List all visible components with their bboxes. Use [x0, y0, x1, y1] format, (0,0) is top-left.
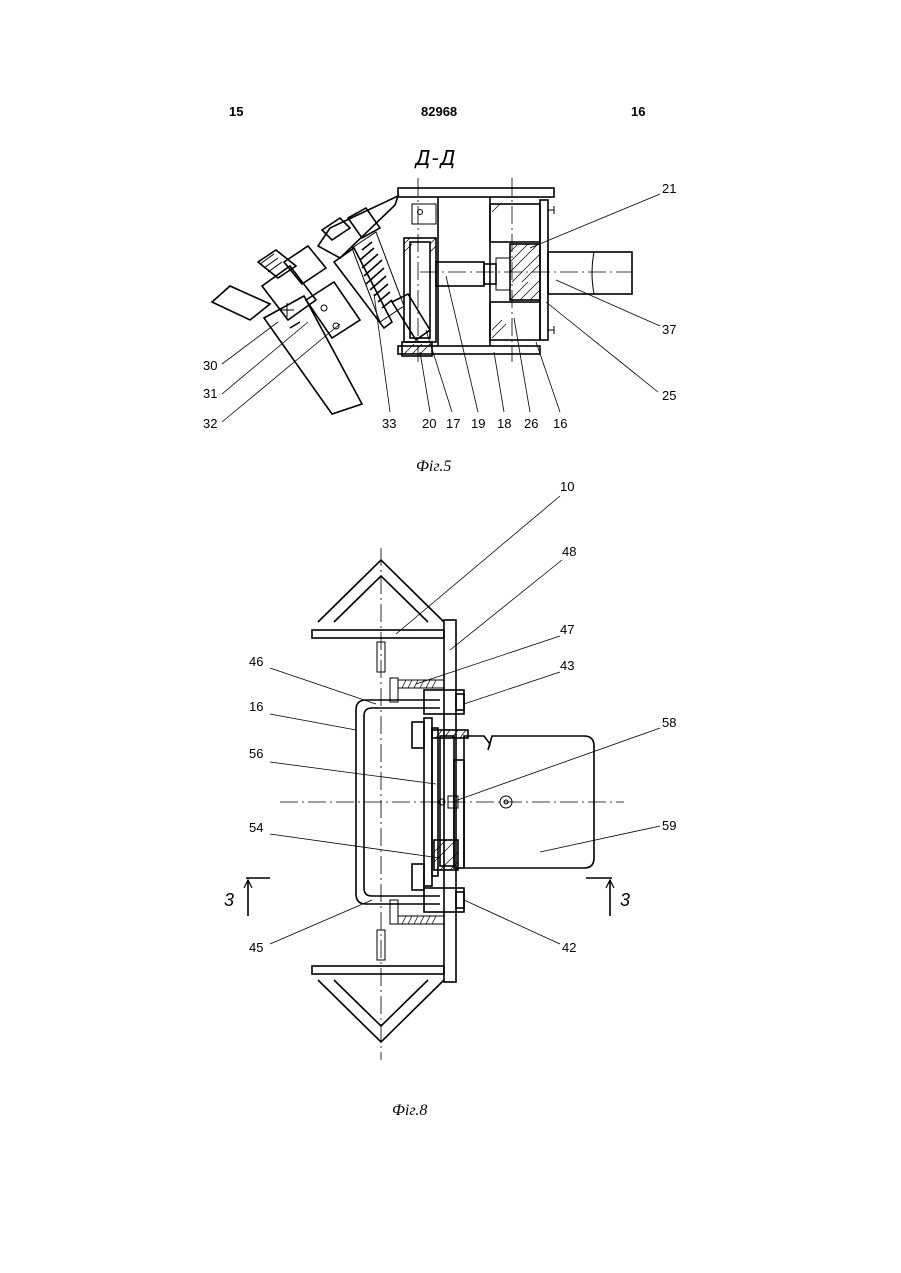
- label-26: 26: [524, 416, 538, 431]
- section-marker-left: 3: [224, 890, 234, 910]
- label-37: 37: [662, 322, 676, 337]
- label-56: 56: [249, 746, 263, 761]
- label-25: 25: [662, 388, 676, 403]
- label-21: 21: [662, 181, 676, 196]
- label-48: 48: [562, 544, 576, 559]
- label-47: 47: [560, 622, 574, 637]
- label-42: 42: [562, 940, 576, 955]
- label-54: 54: [249, 820, 263, 835]
- label-18: 18: [497, 416, 511, 431]
- figure-5-caption: Фіг.5: [416, 458, 451, 476]
- label-43: 43: [560, 658, 574, 673]
- figure-8-drawing: [244, 496, 660, 1060]
- label-19: 19: [471, 416, 485, 431]
- label-58: 58: [662, 715, 676, 730]
- figure-5-labels: 21 37 25 16 26 18 19 17 20 33 32 31 30: [203, 181, 676, 431]
- label-32: 32: [203, 416, 217, 431]
- figure-8-caption: Фіг.8: [392, 1102, 427, 1120]
- label-30: 30: [203, 358, 217, 373]
- label-59: 59: [662, 818, 676, 833]
- label-31: 31: [203, 386, 217, 401]
- label-17: 17: [446, 416, 460, 431]
- label-16: 16: [553, 416, 567, 431]
- section-marker-right: 3: [620, 890, 630, 910]
- label-16: 16: [249, 699, 263, 714]
- label-33: 33: [382, 416, 396, 431]
- label-46: 46: [249, 654, 263, 669]
- figure-5-drawing: [212, 178, 660, 422]
- label-45: 45: [249, 940, 263, 955]
- label-10: 10: [560, 479, 574, 494]
- label-20: 20: [422, 416, 436, 431]
